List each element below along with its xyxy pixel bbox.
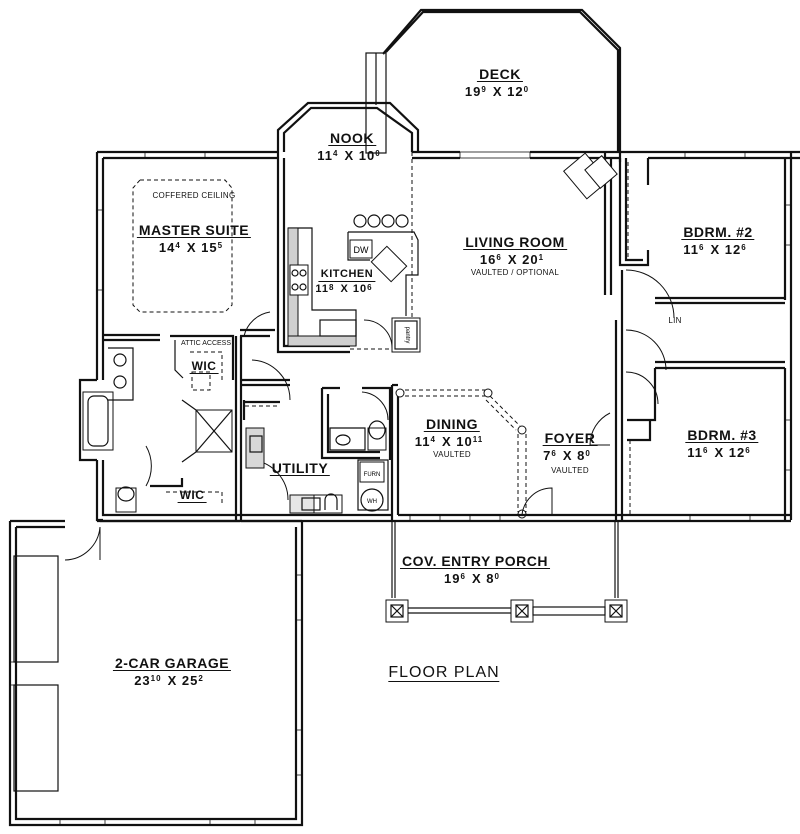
svg-text:DW: DW	[354, 245, 369, 255]
plan-title: FLOOR PLAN	[388, 664, 500, 682]
kitchen-walls: pantry DW	[276, 152, 421, 354]
coffered-ceiling-note: COFFERED CEILING	[152, 191, 236, 200]
fireplace	[563, 152, 618, 200]
hall-partitions	[589, 152, 675, 520]
nook-bay-walls	[276, 101, 420, 152]
svg-text:WH: WH	[367, 499, 377, 505]
svg-text:pantry: pantry	[404, 327, 410, 344]
attic-access-label: ATTIC ACCESS	[180, 340, 232, 347]
svg-text:FURN: FURN	[364, 472, 381, 478]
room-label-wic-upper: WIC	[189, 359, 219, 374]
room-label-utility: UTILITY	[269, 460, 331, 476]
garage	[8, 519, 304, 827]
porch	[385, 521, 628, 623]
room-label-wic-lower: WIC	[177, 488, 207, 503]
master-suite-details	[78, 179, 275, 523]
dining-foyer	[390, 383, 612, 523]
linen-closet-label: LIN	[668, 316, 682, 325]
utility-details: FURN WH	[241, 359, 392, 523]
exterior-walls	[95, 150, 800, 523]
